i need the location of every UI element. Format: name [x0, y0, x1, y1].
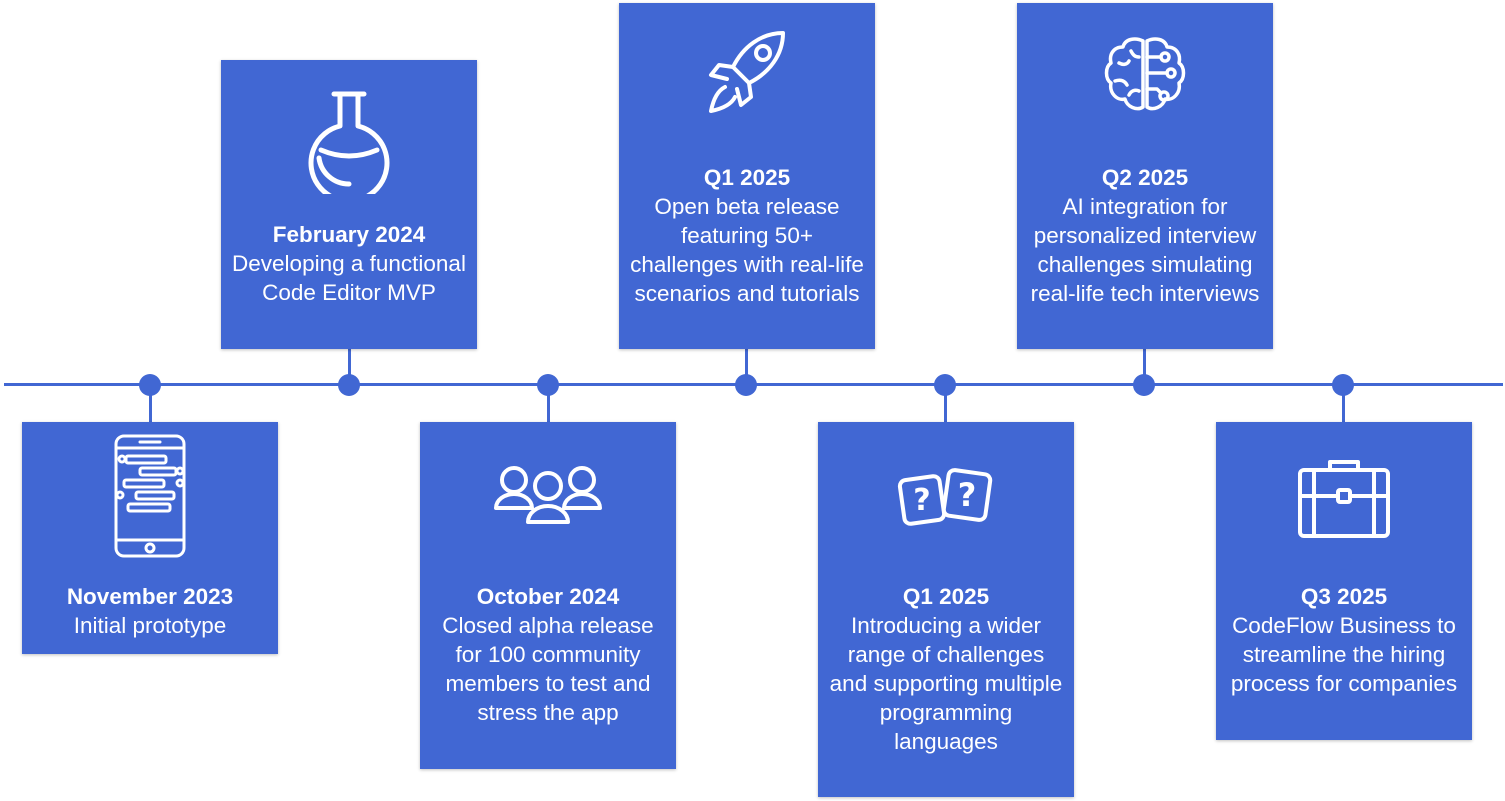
timeline-dot [1332, 374, 1354, 396]
svg-text:?: ? [913, 483, 930, 518]
connector [348, 348, 351, 384]
connector [745, 348, 748, 384]
milestone-description: CodeFlow Business to streamline the hiri… [1230, 613, 1458, 696]
connector [1342, 386, 1345, 423]
flask-icon [221, 90, 477, 194]
milestone-date: Q1 2025 [902, 584, 990, 609]
briefcase-icon [1216, 456, 1472, 540]
milestone-description: Developing a functional Code Editor MVP [232, 251, 466, 305]
users-group-icon [420, 464, 676, 526]
milestone-description: Introducing a wider range of challenges … [829, 613, 1063, 754]
svg-text:?: ? [958, 476, 977, 514]
rocket-icon [619, 27, 875, 117]
milestone-card: October 2024 Closed alpha release for 10… [420, 422, 676, 769]
milestone-date: Q2 2025 [1101, 165, 1189, 190]
milestone-description: Initial prototype [73, 613, 227, 638]
question-cards-icon: ? ? [818, 466, 1074, 528]
connector [149, 386, 152, 423]
milestone-date: November 2023 [66, 584, 234, 609]
milestone-card: Q3 2025 CodeFlow Business to streamline … [1216, 422, 1472, 740]
ai-brain-icon [1017, 35, 1273, 113]
timeline-dot [735, 374, 757, 396]
milestone-description: Open beta release featuring 50+ challeng… [630, 194, 864, 306]
milestone-date: Q1 2025 [703, 165, 791, 190]
timeline-dot [934, 374, 956, 396]
timeline-dot [1133, 374, 1155, 396]
connector [1143, 348, 1146, 384]
smartphone-chat-icon [22, 434, 278, 558]
milestone-date: October 2024 [476, 584, 620, 609]
milestone-card: February 2024 Developing a functional Co… [221, 60, 477, 349]
connector [944, 386, 947, 423]
milestone-date: February 2024 [272, 222, 426, 247]
milestone-card: Q1 2025 Open beta release featuring 50+ … [619, 3, 875, 349]
milestone-card: Q2 2025 AI integration for personalized … [1017, 3, 1273, 349]
timeline-dot [139, 374, 161, 396]
timeline-dot [537, 374, 559, 396]
timeline-dot [338, 374, 360, 396]
milestone-card: ? ? Q1 2025 Introducing a wider range of… [818, 422, 1074, 797]
milestone-card: November 2023 Initial prototype [22, 422, 278, 654]
milestone-date: Q3 2025 [1300, 584, 1388, 609]
milestone-description: AI integration for personalized intervie… [1030, 194, 1260, 306]
milestone-description: Closed alpha release for 100 community m… [442, 613, 654, 725]
connector [547, 386, 550, 423]
